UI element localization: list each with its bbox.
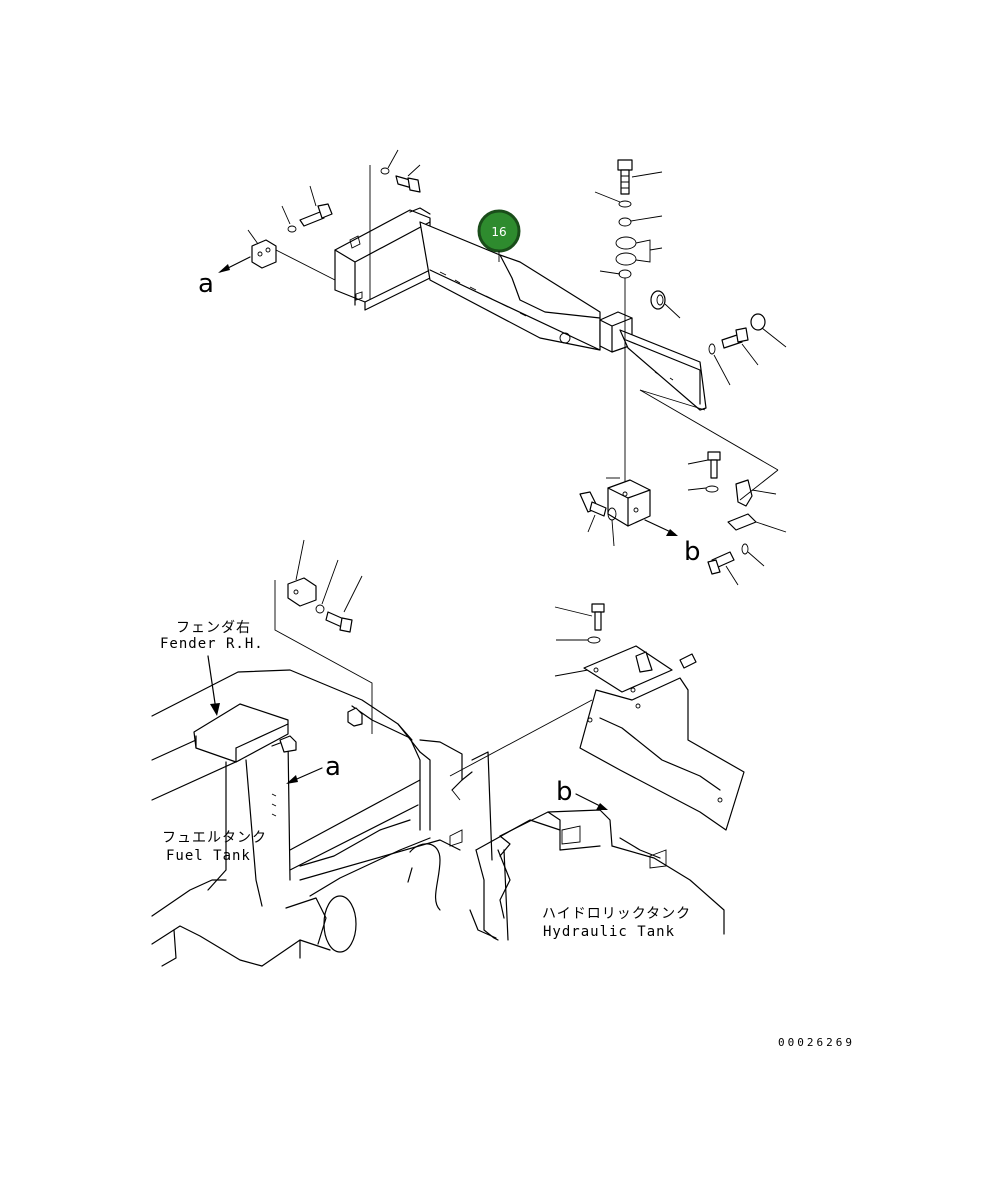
fender-callout: フェンダ右 Fender R.H. (160, 620, 264, 716)
top-bolt-hardware (369, 149, 421, 300)
view-arrow-a-top: a (198, 256, 251, 299)
fuel-tank-label-jp: フュエルタンク (162, 830, 267, 846)
clip-hardware (687, 451, 787, 586)
side-cover-hardware (449, 603, 745, 941)
bushing-hardware (639, 290, 787, 471)
view-label-b-top: b (684, 537, 701, 567)
vertical-bolt-stack (594, 159, 663, 490)
hydraulic-tank-label-en: Hydraulic Tank (543, 924, 675, 940)
hydraulic-tank: ハイドロリックタンク Hydraulic Tank (499, 809, 725, 941)
callout-number: 16 (491, 225, 506, 239)
upper-cover-assembly (334, 207, 707, 411)
fender-label-en: Fender R.H. (160, 636, 264, 652)
view-label-a-bottom: a (325, 752, 341, 782)
hydraulic-tank-label-jp: ハイドロリックタンク (542, 906, 691, 922)
machine-body (151, 669, 463, 967)
left-bracket-hardware (247, 185, 336, 281)
callout-badge[interactable]: 16 (477, 209, 521, 253)
view-arrow-a-bottom: a (286, 752, 341, 784)
drawing-number: 00026269 (778, 1036, 855, 1049)
lower-clamp-block: b (579, 477, 701, 567)
view-arrow-b-bottom: b (556, 777, 608, 810)
view-label-a-top: a (198, 269, 214, 299)
mid-bracket-hardware (274, 539, 373, 734)
fuel-tank-label-en: Fuel Tank (166, 848, 251, 864)
fender-label-jp: フェンダ右 (176, 620, 251, 636)
view-label-b-bottom: b (556, 777, 573, 807)
fuel-tank-callout: フュエルタンク Fuel Tank (162, 830, 267, 864)
